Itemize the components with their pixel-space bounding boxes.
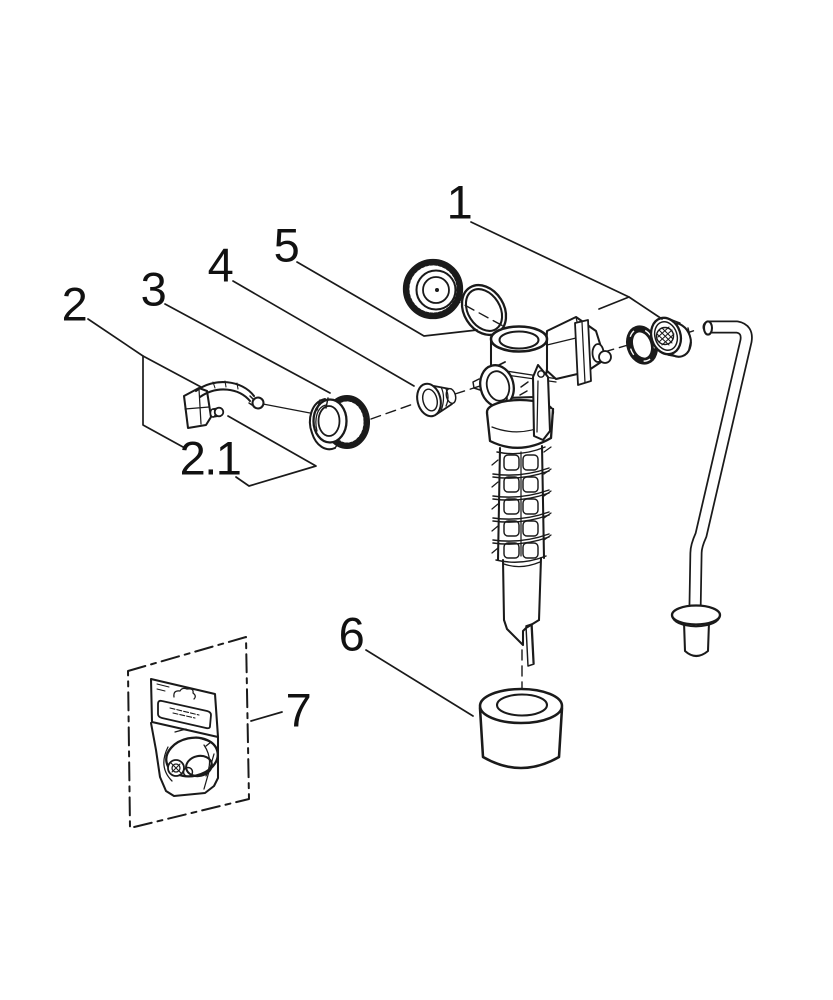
cap <box>402 258 464 320</box>
pipe-mouth <box>702 320 714 336</box>
nut-clip <box>308 397 337 451</box>
part-label-2-1: 2.1 <box>179 431 242 485</box>
bag-outline <box>149 721 220 798</box>
spare-kit-bag <box>127 636 250 829</box>
pipe-holder <box>670 604 722 658</box>
pipe-flange <box>670 604 722 626</box>
lever-to-nut-axis <box>262 403 311 414</box>
nozzle-tab <box>525 623 535 667</box>
shank-end-knob <box>598 350 612 364</box>
valve-body <box>472 315 612 449</box>
hang-tab <box>173 687 196 700</box>
valve-cone <box>416 382 457 418</box>
filter-tube <box>491 444 552 563</box>
leader-3 <box>164 303 331 394</box>
leader-2-branch <box>142 355 202 388</box>
bag-o-ring-small <box>185 754 213 778</box>
part-label-5: 5 <box>273 218 300 272</box>
part-label-2: 2 <box>61 277 88 331</box>
part-label-7: 7 <box>285 683 312 737</box>
outlet-tube <box>501 556 543 667</box>
part-label-4: 4 <box>207 238 234 292</box>
part-label-6: 6 <box>338 607 365 661</box>
float-lever <box>182 380 265 430</box>
refill-pipe <box>688 320 753 617</box>
part-label-1: 1 <box>446 175 473 229</box>
leader-lines <box>87 221 663 722</box>
leader-5 <box>296 261 478 337</box>
knurled-nut <box>308 394 371 451</box>
kit-frame <box>127 636 250 829</box>
part-label-3: 3 <box>140 262 167 316</box>
leader-2 <box>87 318 184 448</box>
lever-pin <box>209 406 225 418</box>
cap-center-dot <box>435 288 439 292</box>
leader-7 <box>250 711 283 722</box>
leader-2-1 <box>227 415 317 487</box>
leader-4 <box>232 280 415 387</box>
leader-1 <box>470 221 630 298</box>
muffler-cup <box>478 687 564 770</box>
float-arm-bracket <box>531 363 552 442</box>
bracket-1 <box>598 296 663 320</box>
cap-knurl-band <box>404 260 462 318</box>
lever-ball-end <box>251 396 265 410</box>
mounting-nut <box>649 316 692 358</box>
leader-6 <box>365 649 474 717</box>
bag-label <box>157 699 212 730</box>
